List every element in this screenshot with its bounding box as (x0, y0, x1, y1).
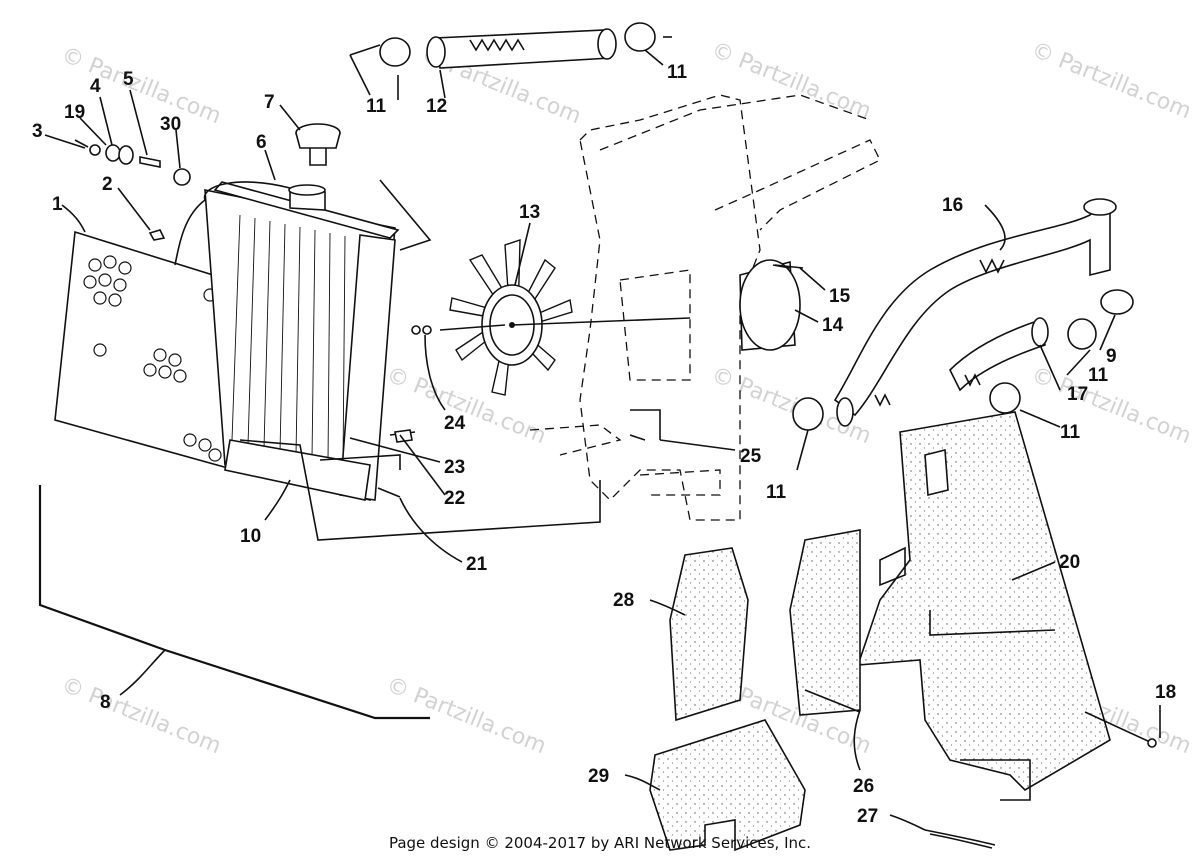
cooling-fan (439, 239, 691, 396)
callout-20: 20 (1059, 552, 1080, 573)
callout-11: 11 (366, 96, 387, 117)
callout-29: 29 (588, 766, 609, 787)
callout-6: 6 (256, 132, 267, 153)
left-panel (669, 547, 749, 722)
callout-17: 17 (1067, 384, 1088, 405)
watermark-text: © Partzilla.com (383, 672, 550, 759)
lower-hose (792, 198, 1134, 431)
callout-11: 11 (1060, 422, 1081, 443)
watermark-text: © Partzilla.com (58, 672, 225, 759)
callout-16: 16 (942, 195, 963, 216)
callout-26: 26 (853, 776, 874, 797)
callout-18: 18 (1155, 682, 1176, 703)
callout-22: 22 (444, 488, 465, 509)
callout-23: 23 (444, 457, 465, 478)
callout-labels: 1 2 3 4 5 6 7 8 9 10 11 11 11 11 11 12 1… (32, 62, 1176, 827)
frame-bracket (529, 94, 881, 521)
callout-11: 11 (766, 482, 787, 503)
radiator (174, 181, 400, 501)
callout-13: 13 (519, 202, 540, 223)
callout-21: 21 (466, 554, 488, 575)
callout-14: 14 (822, 315, 844, 336)
copyright-footer: Page design © 2004-2017 by ARI Network S… (389, 834, 811, 852)
callout-11: 11 (667, 62, 688, 83)
callout-28: 28 (613, 590, 634, 611)
bleed-hardware (74, 139, 191, 241)
callout-19: 19 (64, 102, 85, 123)
callout-11: 11 (1088, 365, 1109, 386)
callout-5: 5 (123, 69, 134, 90)
side-panel (856, 411, 1111, 801)
callout-10: 10 (240, 526, 261, 547)
callout-25: 25 (740, 446, 762, 467)
callout-27: 27 (857, 806, 878, 827)
upper-hose (349, 22, 656, 96)
fan-motor (739, 259, 804, 351)
callout-15: 15 (829, 286, 851, 307)
callout-9: 9 (1106, 346, 1117, 367)
watermark-text: © Partzilla.com (1028, 37, 1195, 124)
callout-8: 8 (100, 692, 111, 713)
callout-2: 2 (102, 174, 113, 195)
fasteners (377, 264, 1157, 849)
leader-lines (38, 36, 1161, 831)
callout-3: 3 (32, 121, 43, 142)
callout-30: 30 (160, 114, 181, 135)
bottom-panel (649, 719, 806, 852)
radiator-cap (295, 123, 341, 166)
callout-4: 4 (90, 76, 101, 97)
callout-7: 7 (264, 92, 275, 113)
callout-24: 24 (444, 413, 466, 434)
inner-panel (789, 529, 861, 716)
callout-12: 12 (426, 96, 447, 117)
watermark-text: © Partzilla.com (708, 37, 875, 124)
callout-1: 1 (52, 194, 63, 215)
